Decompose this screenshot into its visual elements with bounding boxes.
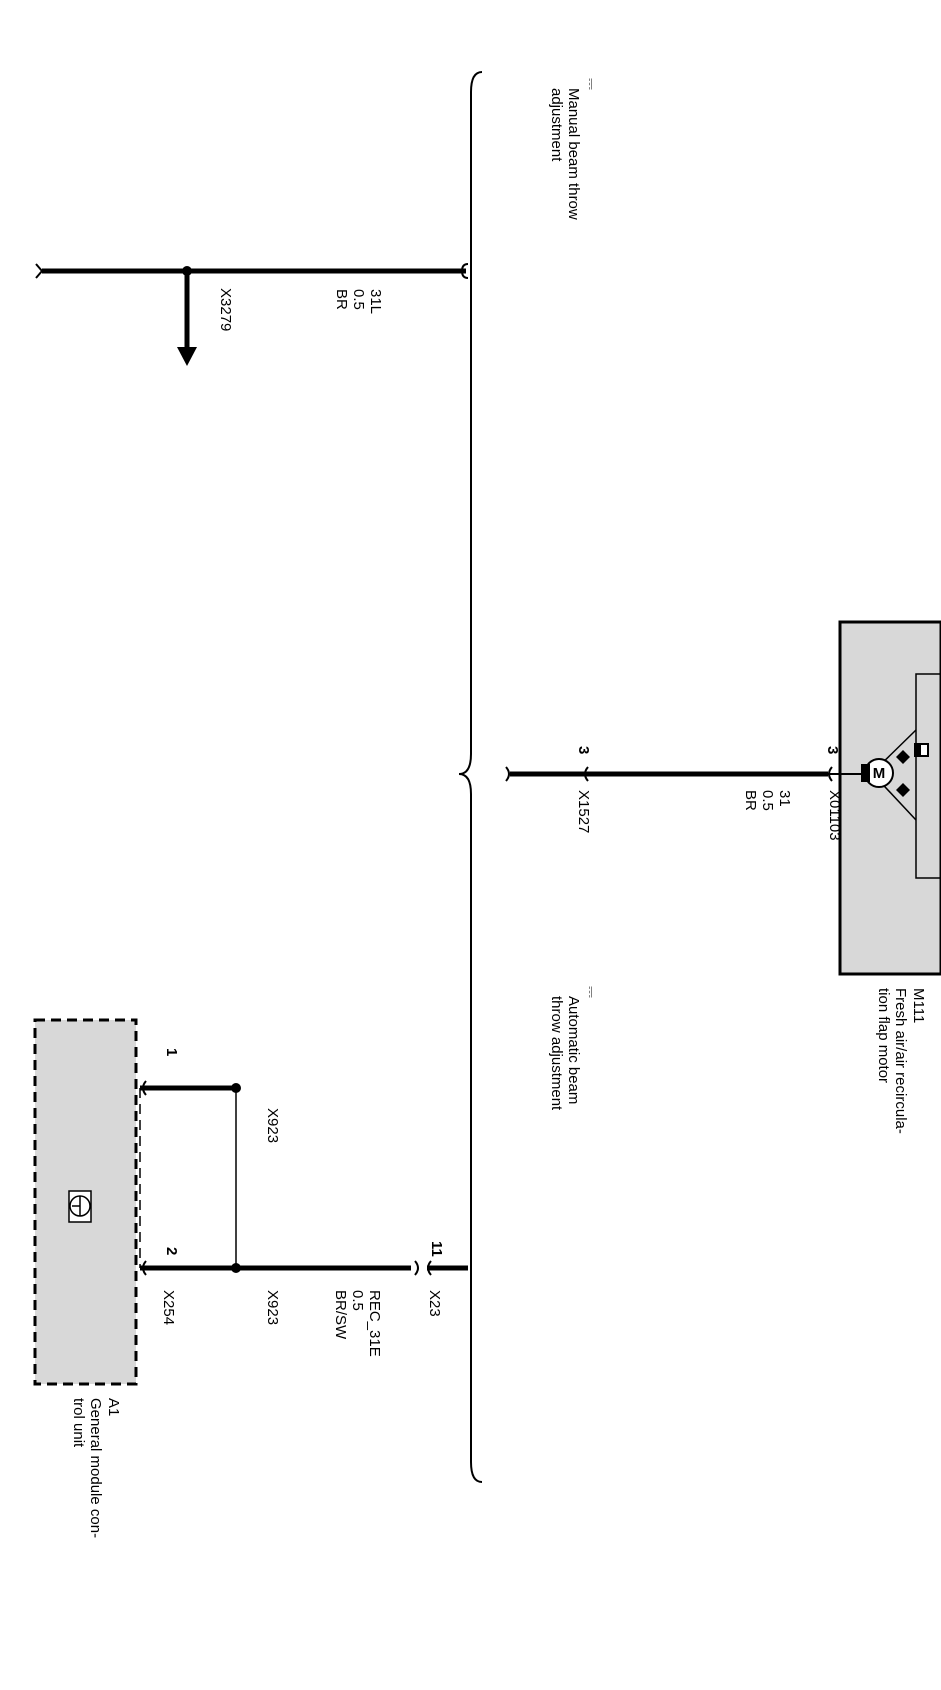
connector-x923-top: X923 [264,1108,281,1143]
wire-rec-size: 0.5 [349,1290,366,1311]
wire-rec-color: BR/SW [332,1290,349,1340]
wire-31l-color: BR [333,289,350,310]
a1-id: A1 [105,1398,122,1416]
arrow-down-icon [177,347,197,366]
motor-letter: M [873,765,886,782]
wire-rec-name: REC_31E [366,1290,383,1357]
m111-component-box [838,620,941,976]
wire-x923-pin1 [140,1080,241,1096]
connector-x923-bottom: X923 [264,1290,281,1325]
group-brace [458,71,483,1483]
wire-31 [505,766,861,782]
automatic-group-marker: ⎓ [582,986,599,998]
connector-x01103: X01103 [826,790,843,841]
control-unit-icon [68,1190,92,1223]
pin-x01103: 3 [824,746,841,754]
m111-id: M111 [910,988,927,1023]
pin-a1-1: 1 [163,1048,180,1056]
manual-group-line2: adjustment [548,88,565,162]
automatic-group-line1: Automatic beam [565,996,582,1104]
wire-31-color: BR [742,790,759,811]
motor-icon: M [861,729,929,821]
manual-group-marker: ⎓ [582,78,599,90]
a1-desc-line2: trol unit [70,1398,87,1448]
manual-group-line1: Manual beam throw [565,88,582,220]
pin-x1527: 3 [575,746,592,754]
pin-a1-2: 2 [163,1247,180,1255]
connector-x23: X23 [426,1290,443,1317]
connector-x3279: X3279 [217,288,234,331]
m111-internal-bracket [915,673,941,879]
m111-desc-line1: Fresh air/air recircula- [892,988,909,1134]
connector-x1527: X1527 [575,790,592,833]
pin-x23: 11 [428,1241,445,1257]
wire-rec-31e [140,1260,468,1276]
a1-desc-line1: General module con- [87,1398,104,1538]
automatic-group-line2: throw adjustment [548,996,565,1111]
wire-31l-size: 0.5 [350,289,367,310]
wire-31-name: 31 [776,790,793,807]
wire-31l-name: 31L [367,289,384,314]
m111-desc-line2: tion flap motor [875,988,892,1083]
connector-x254: X254 [160,1290,177,1325]
wire-31l [35,263,469,366]
wire-31-size: 0.5 [759,790,776,811]
